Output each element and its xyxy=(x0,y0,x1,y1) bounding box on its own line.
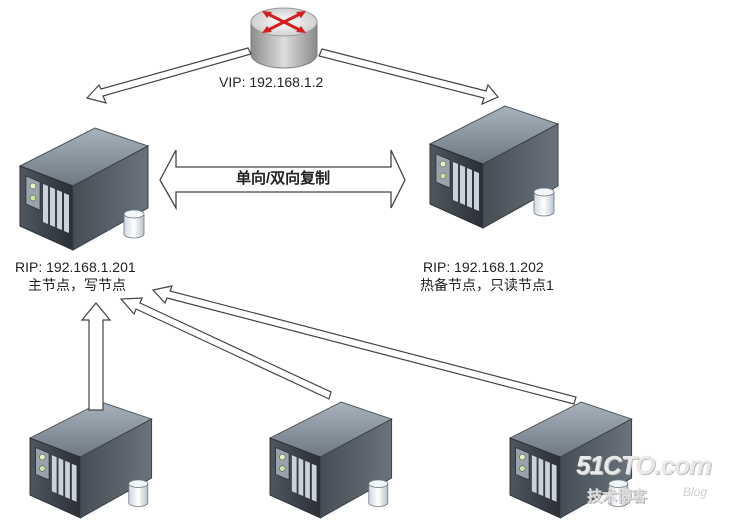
arrow-slave-middle-to-master xyxy=(119,297,332,400)
slave-server-middle-icon xyxy=(269,401,393,519)
master-role-label: 主节点，写节点 xyxy=(28,277,126,293)
master-server-icon xyxy=(19,127,149,251)
replication-arrow xyxy=(159,149,406,211)
watermark-blog: Blog xyxy=(683,485,708,499)
arrow-router-to-standby xyxy=(318,48,499,106)
vip-label: VIP: 192.168.1.2 xyxy=(219,74,324,90)
router-icon xyxy=(250,7,318,69)
arrow-slave-left-to-master xyxy=(80,302,112,411)
replication-label: 单向/双向复制 xyxy=(236,170,331,187)
watermark-logo: 51CTO.com xyxy=(576,450,712,480)
standby-ip-label: RIP: 192.168.1.202 xyxy=(423,259,544,275)
standby-role-label: 热备节点，只读节点1 xyxy=(420,277,554,293)
watermark-subtitle: 技术博客 xyxy=(587,488,648,505)
master-ip-label: RIP: 192.168.1.201 xyxy=(15,259,136,275)
standby-server-icon xyxy=(429,105,559,229)
arrow-slave-right-to-master xyxy=(151,285,577,405)
arrow-router-to-master xyxy=(85,47,252,104)
slave-server-left-icon xyxy=(29,401,153,519)
